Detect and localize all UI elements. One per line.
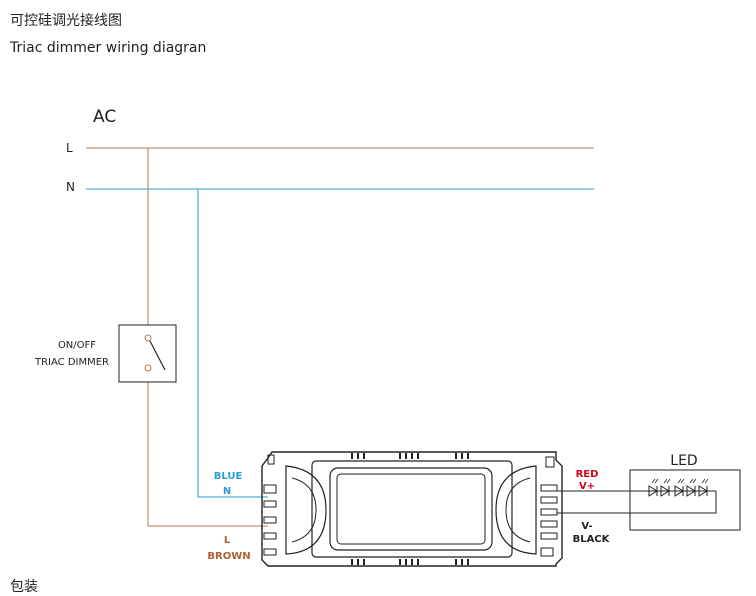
header: 可控硅调光接线图 Triac dimmer wiring diagran [10,12,206,57]
title-chinese: 可控硅调光接线图 [10,13,122,29]
title-english: Triac dimmer wiring diagran [10,40,207,56]
led-driver [261,451,563,567]
output-red-label: RED [576,469,599,480]
blue-wire-to-driver [197,189,268,498]
led-string [648,478,716,497]
input-l-label: L [224,535,231,546]
output-vplus-label: V+ [579,481,595,492]
output-vminus-label: V- [581,521,592,532]
input-brown-label: BROWN [207,551,250,562]
triac-dimmer-switch [118,324,177,383]
input-n-label: N [223,486,231,497]
footer-cut-text: 包装 [10,579,38,595]
line-n-label: N [66,180,75,194]
led-box [629,469,741,531]
brown-wire-to-driver [147,369,268,527]
output-black-label: BLACK [573,534,611,545]
switch-label-onoff: ON/OFF [58,340,96,351]
ac-label: AC [93,107,116,127]
led-label: LED [670,453,697,469]
input-blue-label: BLUE [214,471,243,482]
switch-label-triac: TRIAC DIMMER [34,357,109,368]
output-vminus-wire [557,491,717,514]
line-l-label: L [66,141,73,155]
